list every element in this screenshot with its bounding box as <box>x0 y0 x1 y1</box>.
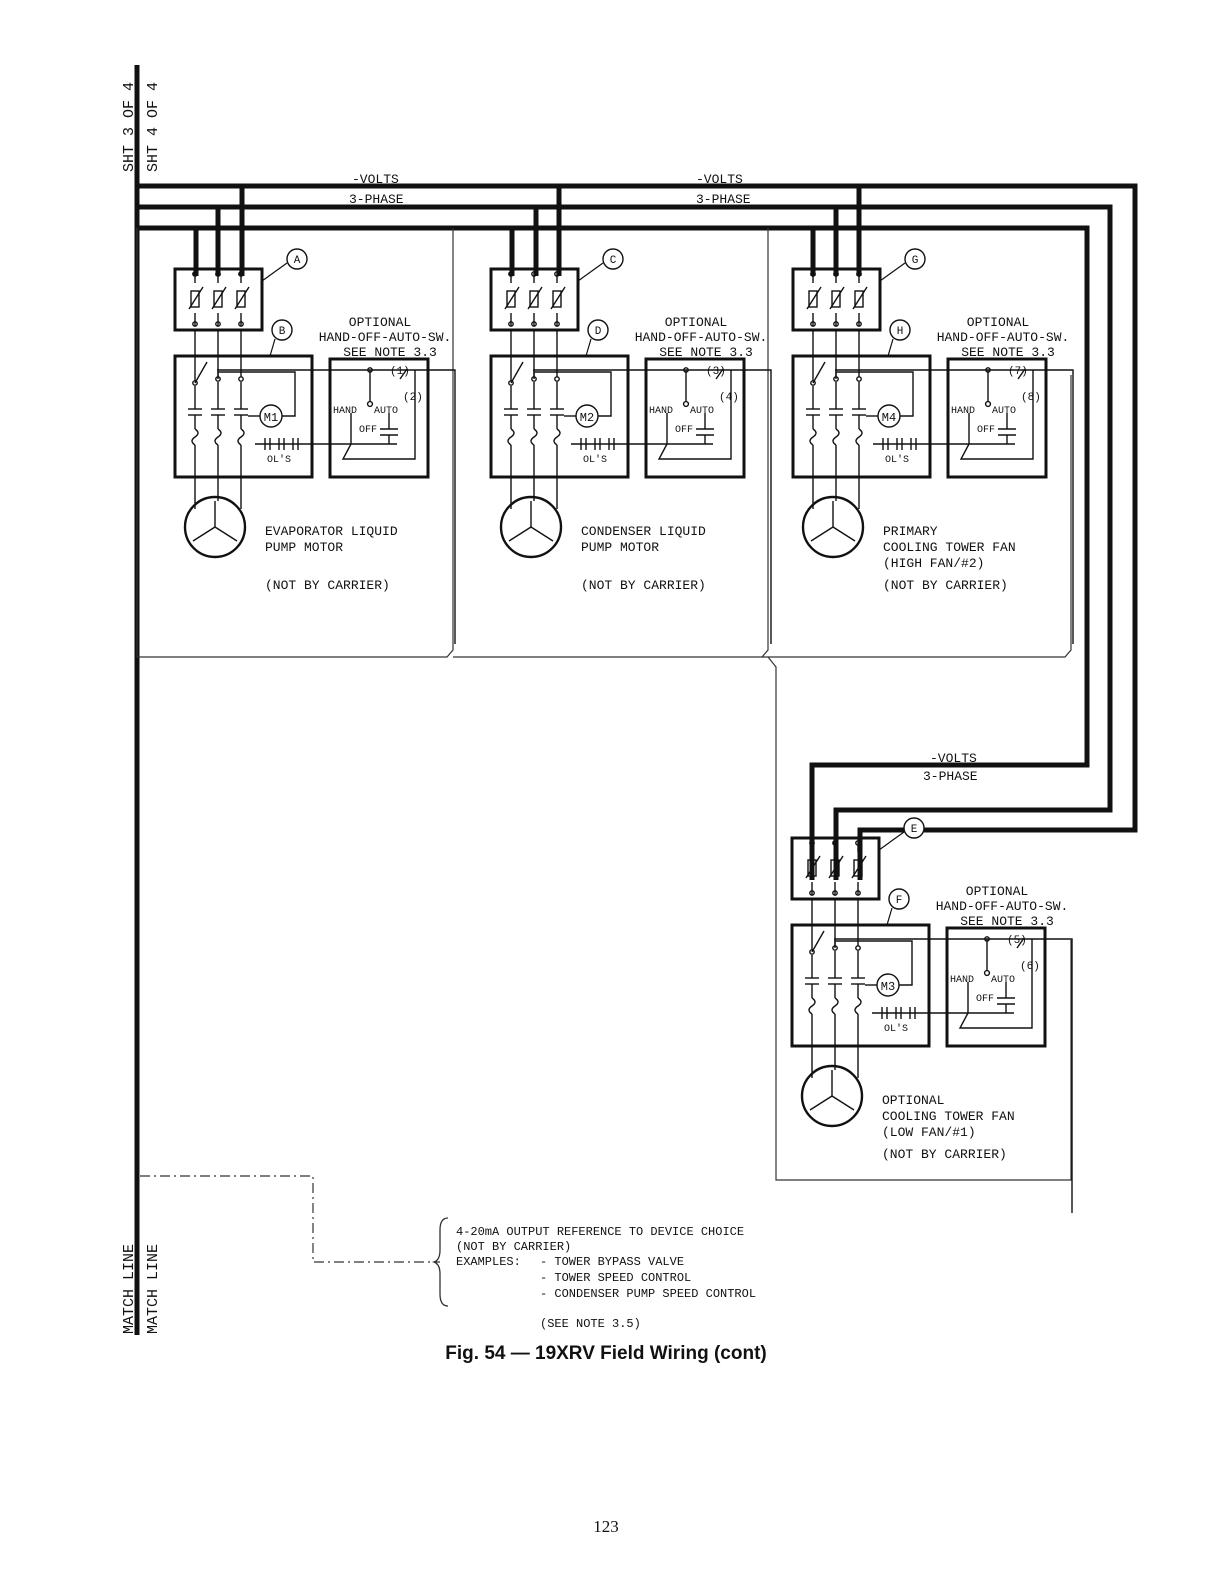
bus-right-phase: 3-PHASE <box>696 192 751 207</box>
match-line-label-right: MATCH LINE <box>145 1244 162 1334</box>
ols-label-3: OL'S <box>885 454 909 466</box>
optional-line1-1: OPTIONAL <box>349 315 411 330</box>
off-label-4: OFF <box>976 994 994 1005</box>
disconnect-label-4-bubble <box>903 817 925 839</box>
off-label-3: OFF <box>977 425 995 436</box>
motor-desc-1-3: (NOT BY CARRIER) <box>265 578 390 593</box>
optional-line2-1: HAND-OFF-AUTO-SW. <box>319 330 452 345</box>
output-note-example-3: - CONDENSER PUMP SPEED CONTROL <box>540 1287 756 1301</box>
disconnect-label-2-bubble <box>602 248 624 270</box>
three-phase-bus <box>137 183 1138 880</box>
optional-line2-4: HAND-OFF-AUTO-SW. <box>936 899 1069 914</box>
motor-desc-4-0: OPTIONAL <box>882 1093 944 1108</box>
disconnect-label-2: C <box>610 255 617 267</box>
optional-line3-2: SEE NOTE 3.3 <box>659 345 753 360</box>
starter-label-1: B <box>279 326 286 338</box>
hand-label-1: HAND <box>333 406 357 417</box>
match-line-label-left: MATCH LINE <box>121 1244 138 1334</box>
output-note: 4-20mA OUTPUT REFERENCE TO DEVICE CHOICE… <box>456 1225 756 1331</box>
motor-desc-3-2: (HIGH FAN/#2) <box>883 556 984 571</box>
motor-desc-3-1: COOLING TOWER FAN <box>883 540 1016 555</box>
optional-line3-1: SEE NOTE 3.3 <box>343 345 437 360</box>
starter-label-4-bubble <box>888 888 910 910</box>
motor-contactor-label-2: M2 <box>580 411 594 425</box>
auto-label-4: AUTO <box>991 975 1015 986</box>
auto-label-3: AUTO <box>992 406 1016 417</box>
output-note-see-note: (SEE NOTE 3.5) <box>540 1317 641 1331</box>
starter-label-3: H <box>897 326 904 338</box>
motor-contactor-label-1: M1 <box>264 411 278 425</box>
motor-desc-3-3: (NOT BY CARRIER) <box>883 578 1008 593</box>
ols-label-2: OL'S <box>583 454 607 466</box>
analog-output-line <box>140 1175 440 1263</box>
ols-label-4: OL'S <box>884 1023 908 1035</box>
motor-desc-1-0: EVAPORATOR LIQUID <box>265 524 398 539</box>
motor-desc-4-3: (NOT BY CARRIER) <box>882 1147 1007 1162</box>
disconnect-label-4: E <box>911 824 918 836</box>
motor-desc-4-2: (LOW FAN/#1) <box>882 1125 976 1140</box>
starter-label-4: F <box>896 895 903 907</box>
disconnect-label-1: A <box>294 255 301 267</box>
output-note-line2: (NOT BY CARRIER) <box>456 1240 571 1254</box>
motor-desc-2-0: CONDENSER LIQUID <box>581 524 706 539</box>
motor-desc-2-3: (NOT BY CARRIER) <box>581 578 706 593</box>
terminal-b-1: (2) <box>403 392 423 404</box>
terminal-b-3: (8) <box>1021 392 1041 404</box>
auto-label-2: AUTO <box>690 406 714 417</box>
auto-label-1: AUTO <box>374 406 398 417</box>
terminal-b-4: (6) <box>1020 961 1040 973</box>
motor-desc-2-1: PUMP MOTOR <box>581 540 659 555</box>
motor-contactor-label-4: M3 <box>881 980 895 994</box>
output-note-examples-label: EXAMPLES: <box>456 1255 521 1269</box>
starter-label-1-bubble <box>271 319 293 341</box>
terminal-a-2: (3) <box>706 366 726 378</box>
optional-line3-3: SEE NOTE 3.3 <box>961 345 1055 360</box>
starter-label-2: D <box>595 326 602 338</box>
sheet-ref-right: SHT 4 OF 4 <box>145 82 162 172</box>
optional-line1-2: OPTIONAL <box>665 315 727 330</box>
motor-desc-1-1: PUMP MOTOR <box>265 540 343 555</box>
terminal-a-1: (1) <box>390 366 410 378</box>
figure-caption: Fig. 54 — 19XRV Field Wiring (cont) <box>445 1343 767 1364</box>
sheet-ref-left: SHT 3 OF 4 <box>121 82 138 172</box>
motor-desc-4-1: COOLING TOWER FAN <box>882 1109 1015 1124</box>
hand-label-3: HAND <box>951 406 975 417</box>
bus-left-volts: -VOLTS <box>352 172 399 187</box>
bus-lower-phase: 3-PHASE <box>923 769 978 784</box>
output-note-example-1: - TOWER BYPASS VALVE <box>540 1255 684 1269</box>
hand-label-2: HAND <box>649 406 673 417</box>
enclosure-outlines <box>136 228 1072 1181</box>
bus-left-phase: 3-PHASE <box>349 192 404 207</box>
terminal-b-2: (4) <box>719 392 739 404</box>
optional-line2-2: HAND-OFF-AUTO-SW. <box>635 330 768 345</box>
output-note-example-2: - TOWER SPEED CONTROL <box>540 1271 691 1285</box>
off-label-2: OFF <box>675 425 693 436</box>
terminal-a-4: (5) <box>1007 935 1027 947</box>
motor-desc-3-0: PRIMARY <box>883 524 938 539</box>
terminal-a-3: (7) <box>1008 366 1028 378</box>
disconnect-label-3: G <box>912 255 919 267</box>
optional-line1-4: OPTIONAL <box>966 884 1028 899</box>
bus-lower-volts: -VOLTS <box>930 751 977 766</box>
optional-line1-3: OPTIONAL <box>967 315 1029 330</box>
off-label-1: OFF <box>359 425 377 436</box>
starter-label-2-bubble <box>587 319 609 341</box>
ols-label-1: OL'S <box>267 454 291 466</box>
disconnect-label-1-bubble <box>286 248 308 270</box>
disconnect-label-3-bubble <box>904 248 926 270</box>
optional-line2-3: HAND-OFF-AUTO-SW. <box>937 330 1070 345</box>
optional-line3-4: SEE NOTE 3.3 <box>960 914 1054 929</box>
page-number: 123 <box>593 1517 619 1536</box>
note-brace <box>431 1217 449 1307</box>
bus-right-volts: -VOLTS <box>696 172 743 187</box>
starter-label-3-bubble <box>889 319 911 341</box>
motor-contactor-label-3: M4 <box>882 411 896 425</box>
output-note-line1: 4-20mA OUTPUT REFERENCE TO DEVICE CHOICE <box>456 1225 744 1239</box>
hand-label-4: HAND <box>950 975 974 986</box>
